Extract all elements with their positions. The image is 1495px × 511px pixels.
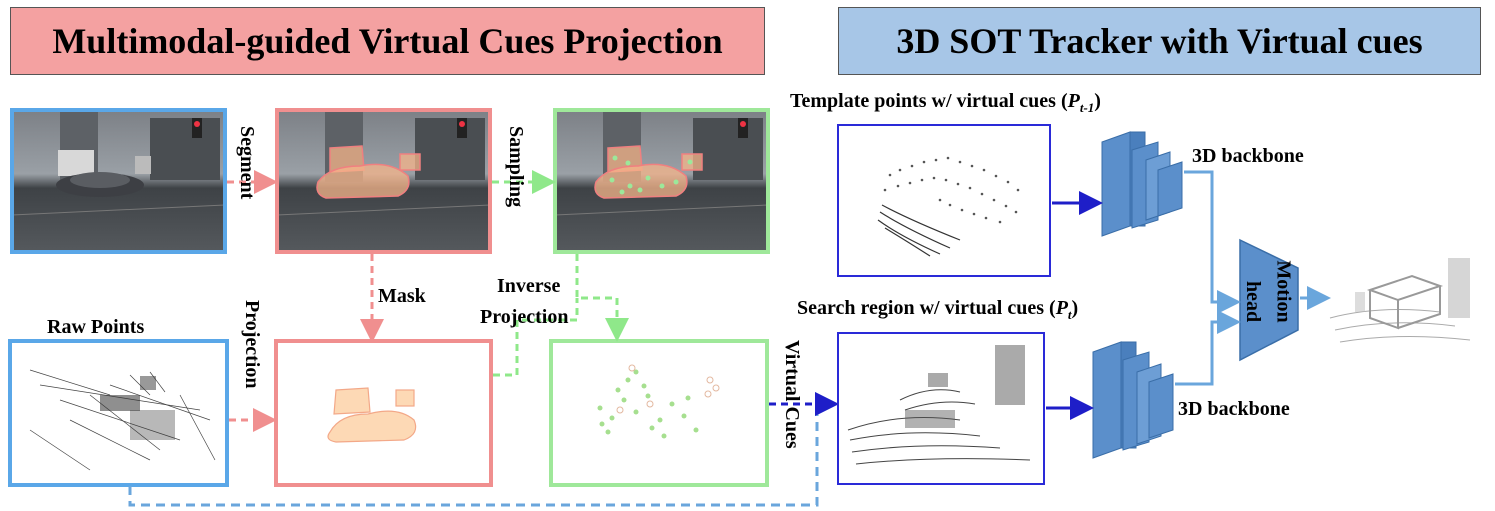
motion-head-line1: Motion [1272,260,1295,323]
template-points-text: Template points w/ virtual cues ( [790,90,1068,112]
backbone-top-icon [1101,131,1183,237]
projection-label: Projection [241,300,263,389]
search-subscript: t [1067,307,1072,322]
camera-image-raw [10,108,227,254]
title-banner-right: 3D SOT Tracker with Virtual cues [838,7,1481,75]
template-symbol: P [1067,90,1080,112]
output-pointcloud [1329,258,1471,343]
mask-box [274,339,493,487]
search-region-box [837,332,1045,485]
motion-head-label: Motion head [1242,250,1302,350]
inverse-projection-label: Projection [480,306,569,328]
backbone-top-label: 3D backbone [1192,145,1304,167]
search-region-label: Search region w/ virtual cues (Pt) [797,297,1078,323]
mask-to-inverse-link [493,298,579,377]
motion-head-line2: head [1242,280,1265,323]
virtual-cues-label: Virtual Cues [781,340,803,449]
sampling-label: Sampling [505,126,527,208]
inverse-label: Inverse [497,275,561,297]
title-right: 3D SOT Tracker with Virtual cues [896,21,1423,61]
title-banner-left: Multimodal-guided Virtual Cues Projectio… [10,7,765,75]
search-close-paren: ) [1071,297,1079,319]
inverse-projection-path [575,254,629,342]
backbone-bottom-to-head-arrow [1175,310,1241,386]
mask-label: Mask [378,285,426,307]
template-points-box [837,124,1051,277]
raw-points-box [8,339,229,487]
raw-points-label: Raw Points [47,316,145,338]
segment-label: Segment [236,126,258,200]
camera-image-sampled [553,108,770,254]
template-subscript: t-1 [1079,100,1095,115]
template-close-paren: ) [1094,90,1101,112]
title-left: Multimodal-guided Virtual Cues Projectio… [52,21,723,61]
search-region-text: Search region w/ virtual cues ( [797,297,1056,319]
backbone-bottom-icon [1092,341,1174,459]
template-points-label: Template points w/ virtual cues (Pt-1) [790,90,1101,116]
backbone-top-to-head-arrow [1184,170,1241,314]
search-symbol: P [1055,297,1068,319]
virtual-cues-box [549,339,769,487]
camera-image-segmented [275,108,492,254]
backbone-bottom-label: 3D backbone [1178,398,1290,420]
